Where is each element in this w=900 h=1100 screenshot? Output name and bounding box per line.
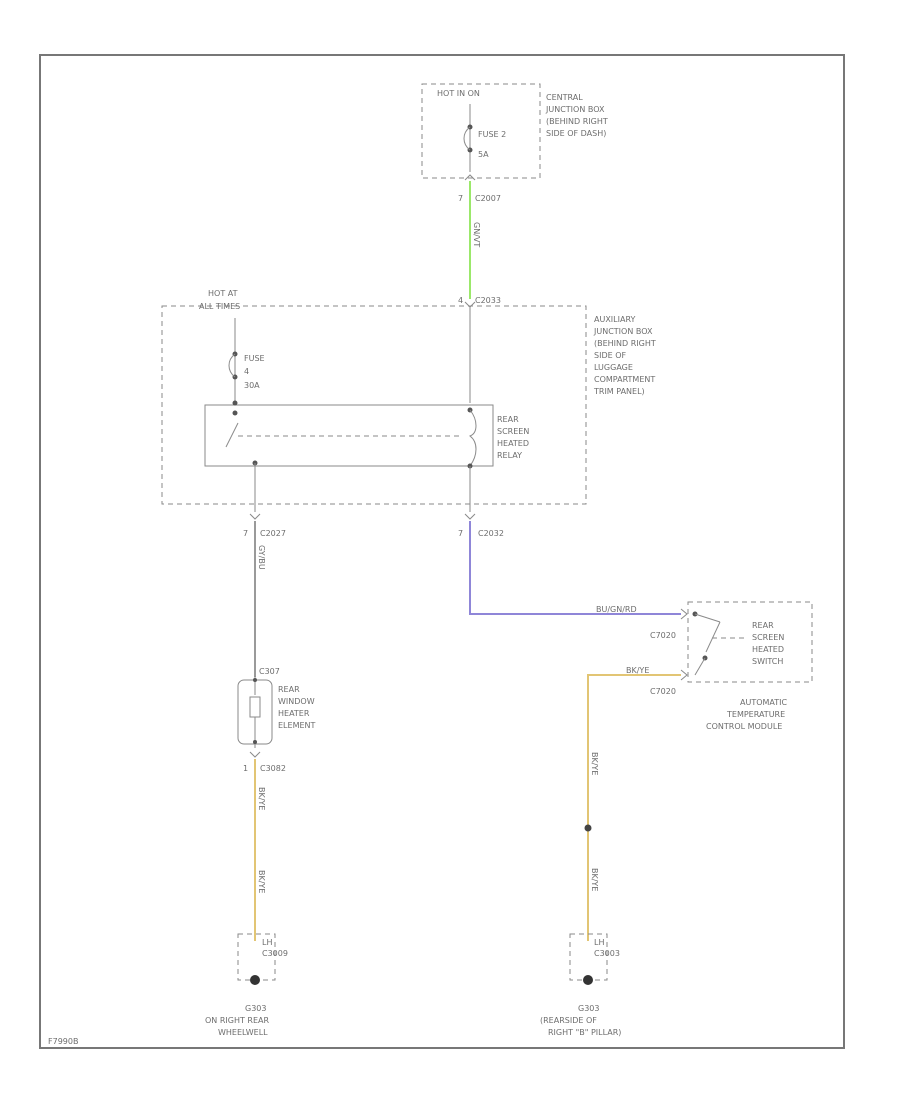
svg-text:COMPARTMENT: COMPARTMENT xyxy=(594,375,655,384)
connector-c4a: C7020 xyxy=(650,631,676,640)
ajb-fuse-symbol xyxy=(228,353,236,378)
splice-point xyxy=(584,824,592,832)
svg-text:HEATED: HEATED xyxy=(752,645,784,654)
relay-name: REAR xyxy=(497,415,519,424)
wire-bk-ye-atc-label-3: BK/YE xyxy=(590,868,599,891)
ground-g1-terminal xyxy=(250,975,260,985)
ajb-fuse-amps: 30A xyxy=(244,381,260,390)
connector-c3082-symbol xyxy=(249,751,261,758)
svg-text:REAR: REAR xyxy=(752,621,774,630)
connector-c2032-id: C2032 xyxy=(478,529,504,538)
atc-switch-arm xyxy=(705,621,721,653)
rear-screen-heated-relay xyxy=(204,404,494,467)
connector-c2007-top-symbol xyxy=(464,174,476,181)
connector-c2033-id: C2033 xyxy=(475,296,501,305)
connector-c3082-id: C3082 xyxy=(260,764,286,773)
connector-c2027-id: C2027 xyxy=(260,529,286,538)
element-top-connector: C307 xyxy=(259,667,280,676)
svg-text:REAR: REAR xyxy=(278,685,300,694)
cjb-name: CENTRAL JUNCTION BOX (BEHIND RIGHT SIDE … xyxy=(545,93,608,138)
svg-text:CENTRAL: CENTRAL xyxy=(546,93,583,102)
svg-text:G303: G303 xyxy=(578,1004,599,1013)
connector-c4b: C7020 xyxy=(650,687,676,696)
connector-c2027-symbol xyxy=(249,513,261,520)
connector-c3082-pin: 1 xyxy=(243,764,248,773)
element-name: REAR WINDOW HEATER ELEMENT xyxy=(278,685,316,730)
wire-bk-ye-element-label-1: BK/YE xyxy=(257,787,266,810)
svg-text:AUXILIARY: AUXILIARY xyxy=(594,315,636,324)
ajb-hot-label: ALL TIMES xyxy=(199,302,240,311)
wire-gn-vt-label: GN/VT xyxy=(472,222,481,247)
svg-text:ELEMENT: ELEMENT xyxy=(278,721,316,730)
svg-text:TRIM PANEL): TRIM PANEL) xyxy=(593,387,645,396)
connector-c2007-top-id: C2007 xyxy=(475,194,501,203)
cjb-fuse-amps: 5A xyxy=(478,150,489,159)
wire-bu-gn-rd xyxy=(469,521,681,615)
svg-text:JUNCTION BOX: JUNCTION BOX xyxy=(545,105,605,114)
connector-c2027-pin: 7 xyxy=(243,529,248,538)
ground-g1-box-label: LH xyxy=(262,938,272,947)
atc-module-box xyxy=(687,601,813,683)
svg-text:JUNCTION BOX: JUNCTION BOX xyxy=(593,327,653,336)
svg-text:AUTOMATIC: AUTOMATIC xyxy=(740,698,788,707)
cjb-fuse-label: FUSE 2 xyxy=(478,130,506,139)
wire-bk-ye-atc xyxy=(587,674,681,941)
svg-text:ON RIGHT REAR: ON RIGHT REAR xyxy=(205,1016,269,1025)
relay-name: RELAY xyxy=(497,451,522,460)
svg-text:TEMPERATURE: TEMPERATURE xyxy=(726,710,785,719)
heater-element-symbol xyxy=(249,696,261,718)
auxiliary-junction-box xyxy=(161,305,587,505)
relay-name: HEATED xyxy=(497,439,529,448)
connector-c2007-top-pin: 7 xyxy=(458,194,463,203)
connector-c2032-pin: 7 xyxy=(458,529,463,538)
ground-g2-box-label: LH xyxy=(594,938,604,947)
relay-coil xyxy=(468,409,477,467)
svg-text:HEATER: HEATER xyxy=(278,709,310,718)
wire-bu-gn-rd-label: BU/GN/RD xyxy=(596,605,637,614)
cjb-fuse-symbol xyxy=(463,126,471,151)
wire-bk-ye-atc-label-2: BK/YE xyxy=(590,752,599,775)
ajb-name: AUXILIARY JUNCTION BOX (BEHIND RIGHT SID… xyxy=(593,315,656,396)
relay-contact xyxy=(232,410,238,416)
wire-gy-bu-label: GY/BU xyxy=(257,545,266,570)
cjb-hot-label: HOT IN ON xyxy=(437,89,480,98)
svg-text:SWITCH: SWITCH xyxy=(752,657,783,666)
connector-c2033-pin: 4 xyxy=(458,296,463,305)
svg-text:RIGHT "B" PILLAR): RIGHT "B" PILLAR) xyxy=(548,1028,621,1037)
svg-text:WINDOW: WINDOW xyxy=(278,697,315,706)
svg-text:WHEELWELL: WHEELWELL xyxy=(218,1028,268,1037)
relay-switch-arm xyxy=(225,422,239,448)
svg-text:G303: G303 xyxy=(245,1004,266,1013)
ground-g1-label: G303 ON RIGHT REAR WHEELWELL xyxy=(205,1004,269,1037)
connector-c2032-symbol xyxy=(464,513,476,520)
svg-text:(BEHIND RIGHT: (BEHIND RIGHT xyxy=(546,117,608,126)
ajb-hot-label: HOT AT xyxy=(208,289,238,298)
central-junction-box xyxy=(421,83,541,179)
svg-text:(REARSIDE OF: (REARSIDE OF xyxy=(540,1016,597,1025)
ajb-fuse-label: FUSE xyxy=(244,354,265,363)
ground-g2-box-label: C3003 xyxy=(594,949,620,958)
svg-text:LUGGAGE: LUGGAGE xyxy=(594,363,633,372)
ground-g2-terminal xyxy=(583,975,593,985)
relay-name: SCREEN xyxy=(497,427,529,436)
diagram-frame xyxy=(39,54,845,1049)
svg-text:SCREEN: SCREEN xyxy=(752,633,784,642)
atc-switch-name: REAR SCREEN HEATED SWITCH xyxy=(752,621,784,666)
wire-bk-ye-element-label-2: BK/YE xyxy=(257,870,266,893)
svg-text:(BEHIND RIGHT: (BEHIND RIGHT xyxy=(594,339,656,348)
svg-text:SIDE OF DASH): SIDE OF DASH) xyxy=(546,129,606,138)
svg-text:CONTROL MODULE: CONTROL MODULE xyxy=(706,722,782,731)
atc-module-name: AUTOMATIC TEMPERATURE CONTROL MODULE xyxy=(706,698,788,731)
ground-g2-label: G303 (REARSIDE OF RIGHT "B" PILLAR) xyxy=(540,1004,621,1037)
svg-text:SIDE OF: SIDE OF xyxy=(594,351,626,360)
figure-id: F7990B xyxy=(48,1037,78,1046)
ajb-fuse-number: 4 xyxy=(244,367,249,376)
ground-g1-box-label: C3009 xyxy=(262,949,288,958)
wire-bk-ye-atc-label-1: BK/YE xyxy=(626,666,649,675)
